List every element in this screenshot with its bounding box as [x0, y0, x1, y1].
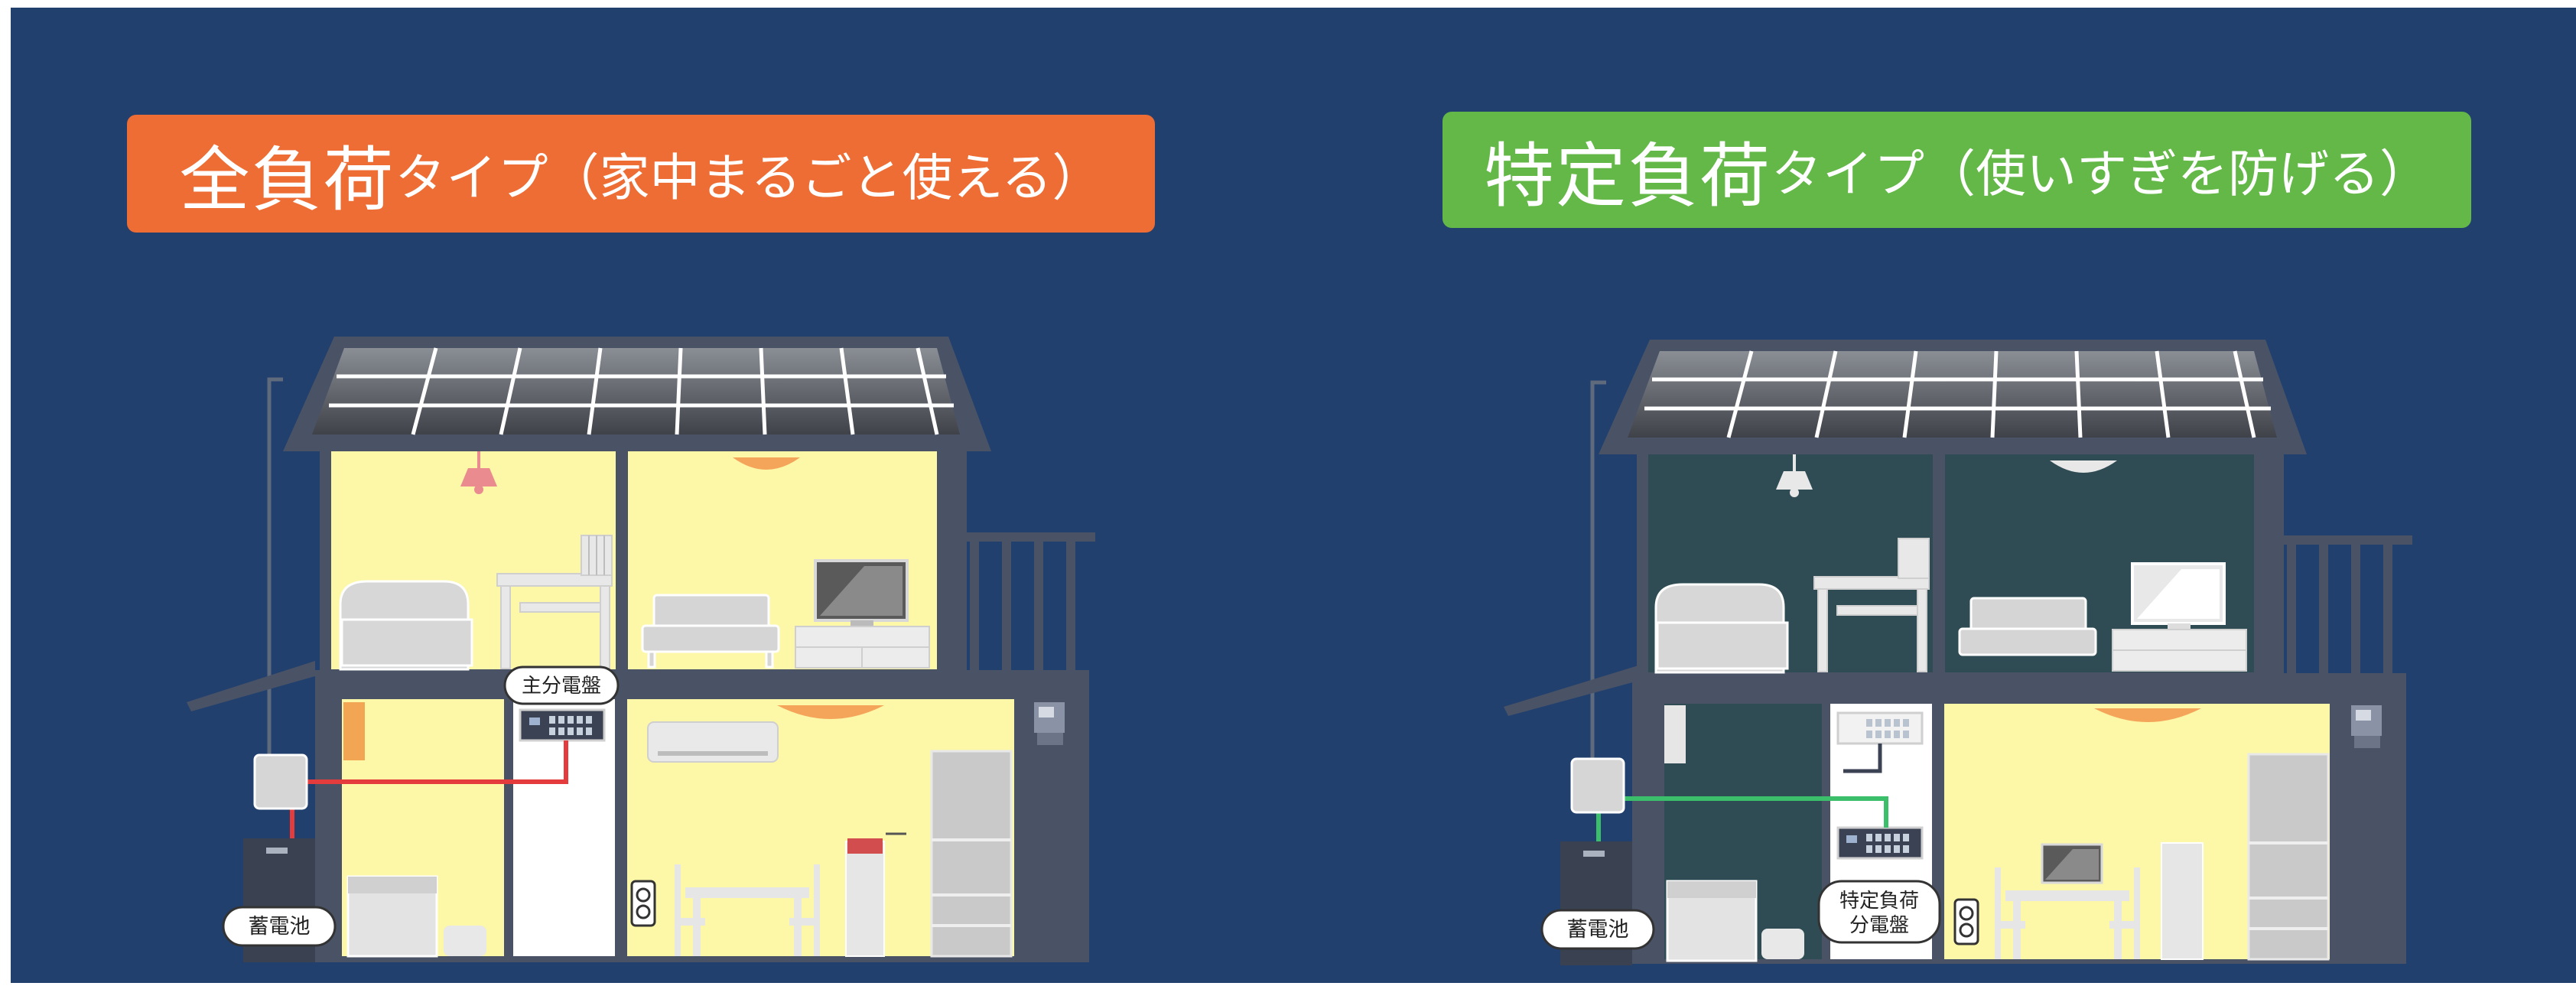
full-load-title-paren: （家中まるごと使える）	[548, 148, 1103, 207]
specific-load-title-main: 特定負荷	[1483, 135, 1771, 217]
tv-icon	[795, 559, 930, 669]
main-panel-label: 主分電盤	[503, 665, 620, 705]
tv-icon	[2041, 843, 2103, 884]
power-conditioner-icon	[1570, 757, 1625, 814]
ceiling-light-icon	[733, 457, 800, 470]
pendant-lamp-icon	[460, 451, 497, 494]
refrigerator-icon	[2247, 753, 2330, 961]
washing-machine-icon	[1666, 880, 1804, 962]
outlet-icon	[630, 880, 656, 927]
bed-icon	[339, 580, 473, 671]
washing-machine-icon	[346, 875, 486, 958]
ceiling-light-icon	[2050, 460, 2117, 473]
svg-text:蓄電池: 蓄電池	[1567, 918, 1629, 942]
sofa-icon	[641, 594, 780, 669]
svg-text:分電盤: 分電盤	[1849, 914, 1909, 937]
full-load-title-main: 全負荷	[179, 138, 395, 221]
dining-table-icon	[1995, 867, 2140, 959]
power-line-green	[1625, 796, 1888, 828]
sofa-icon	[1958, 597, 2097, 656]
full-load-title-sub: タイプ	[395, 148, 549, 207]
refrigerator-icon	[930, 750, 1013, 958]
svg-text:主分電盤: 主分電盤	[522, 675, 601, 698]
specific-load-title-sub: タイプ	[1771, 145, 1925, 203]
house-full-load: 主分電盤 蓄電池	[187, 337, 1095, 962]
battery-label: 蓄電池	[1540, 909, 1655, 950]
air-conditioner-icon	[647, 721, 779, 763]
specific-load-title-paren: （使いすぎを防げる）	[1925, 145, 2430, 203]
meter-icon	[1034, 702, 1065, 745]
specific-panel-label: 特定負荷 分電盤	[1817, 880, 1941, 944]
svg-text:蓄電池: 蓄電池	[249, 915, 311, 939]
meter-icon	[2351, 705, 2382, 748]
power-conditioner-icon	[253, 753, 308, 810]
full-load-title: 全負荷 タイプ （家中まるごと使える）	[127, 115, 1155, 233]
ceiling-light-icon	[2094, 708, 2201, 722]
dining-table-icon	[675, 864, 820, 956]
power-line-red	[301, 740, 568, 784]
battery-label: 蓄電池	[222, 906, 337, 947]
specific-load-panel	[1836, 826, 1924, 860]
main-distribution-panel	[519, 708, 606, 742]
svg-text:特定負荷: 特定負荷	[1839, 890, 1919, 913]
desk-icon	[496, 535, 613, 669]
pendant-lamp-icon	[1776, 454, 1813, 497]
house-specific-load: 特定負荷 分電盤 蓄電池	[1504, 340, 2412, 965]
specific-load-title: 特定負荷 タイプ （使いすぎを防げる）	[1442, 112, 2471, 228]
main-distribution-panel	[1836, 711, 1924, 745]
solar-panel-icon	[1628, 350, 2277, 438]
solar-panel-icon	[312, 347, 960, 435]
ceiling-light-icon	[777, 705, 884, 719]
desk-icon	[1813, 538, 1930, 672]
bed-icon	[1654, 583, 1789, 674]
tv-icon	[2112, 562, 2247, 672]
outlet-icon	[1953, 898, 1979, 945]
